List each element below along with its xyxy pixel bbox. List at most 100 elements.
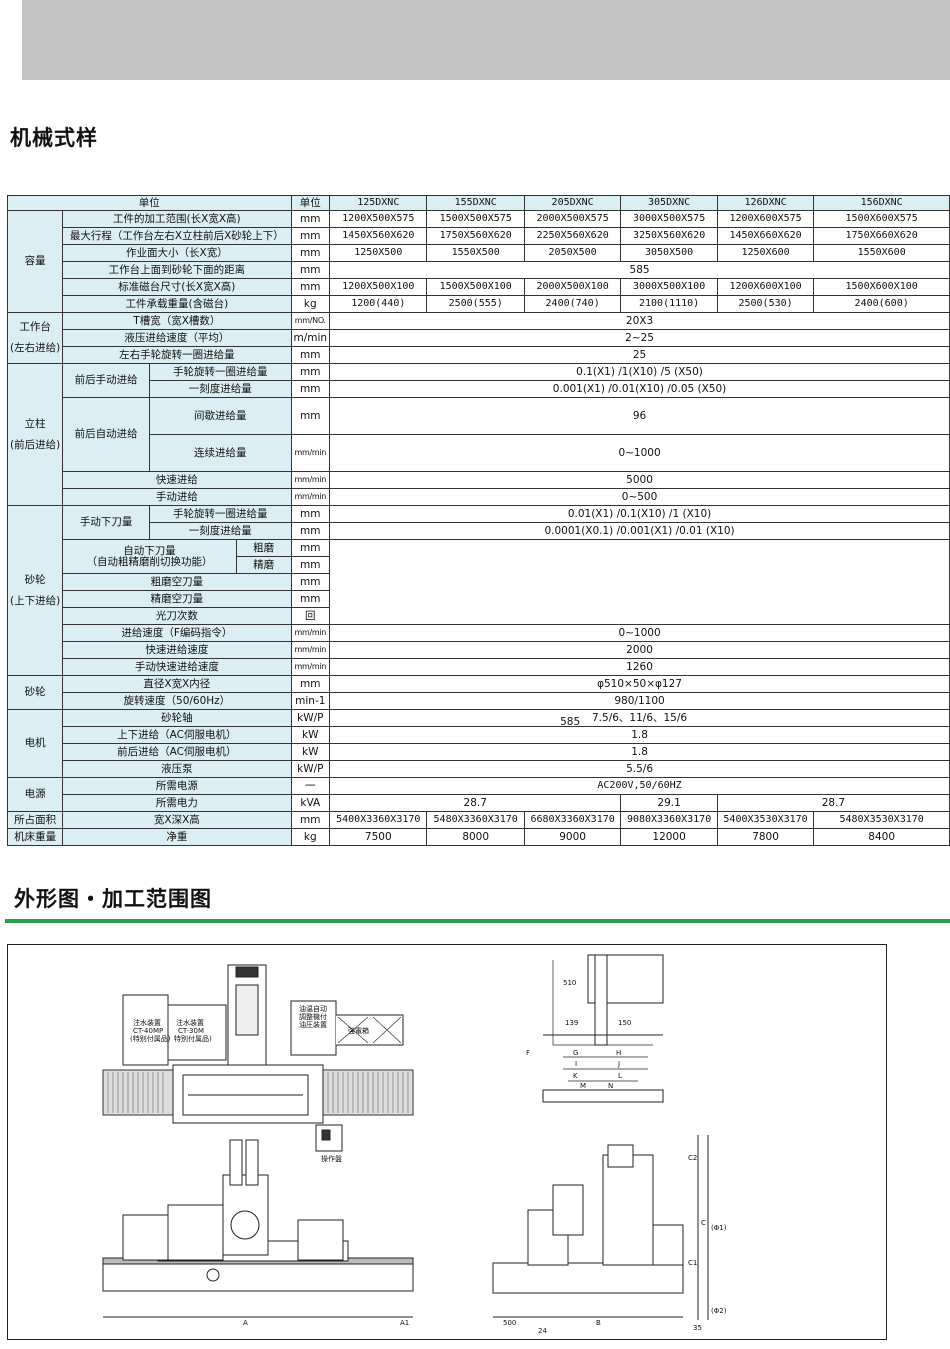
row-label: 一刻度进给量: [149, 522, 292, 540]
cell-value: 1450X560X620: [329, 227, 428, 245]
table-row: 连续进给量 mm/min 0~1000: [8, 434, 950, 472]
cell-value: 5400X3530X3170: [716, 811, 815, 829]
group-wheel-spec: 砂轮: [6, 675, 64, 710]
dim-35: 35: [693, 1324, 702, 1332]
cell-value: 9000: [523, 828, 622, 846]
row-unit: mm/min: [290, 434, 331, 472]
label-oil2: 調整機付: [299, 1012, 327, 1021]
label-panel: 操作盤: [321, 1154, 342, 1163]
dim-C2: C2: [688, 1154, 697, 1162]
row-unit: mm: [290, 363, 331, 381]
row-label: 快速进给速度: [62, 641, 292, 659]
table-row: 手动快速进给速度 mm/min 1260: [8, 658, 950, 676]
row-label: 手动进给: [62, 488, 292, 506]
row-unit: mm: [290, 380, 331, 398]
header-model: 305DXNC: [620, 195, 718, 211]
row-unit: mm: [290, 556, 331, 574]
cell-value: 1200X500X575: [329, 210, 428, 228]
cell-value: 3000X500X100: [620, 278, 718, 296]
table-row: 所需电力 kVA 28.7 29.1 28.7: [8, 794, 950, 812]
row-label: 直径X宽X内径: [62, 675, 292, 693]
header-model: 126DXNC: [716, 195, 815, 211]
label-oil3: 油圧装置: [299, 1020, 327, 1029]
table-row: 工作台上面到砂轮下面的距离 mm 585: [8, 261, 950, 279]
cell-value: 1200(440): [329, 295, 428, 313]
spec-table-wrapper: 单位 单位 125DXNC 155DXNC 205DXNC 305DXNC 12…: [6, 195, 950, 846]
cell-value: 28.7: [329, 794, 622, 812]
header-model: 155DXNC: [426, 195, 525, 211]
group-capacity: 容量: [6, 210, 64, 313]
cell-value: 1750X660X620: [813, 227, 950, 245]
cell-value: 1550X500: [426, 244, 525, 262]
table-row: 所占面积 宽X深X高 mm 5400X3360X3170 5480X3360X3…: [6, 811, 950, 829]
group-weight: 机床重量: [6, 828, 64, 846]
cell-value: 0.0001(X0.1) /0.001(X1) /0.01 (X10): [329, 522, 950, 540]
dim-K: K: [573, 1072, 578, 1080]
table-row: 液压进给速度（平均） m/min 2~25: [8, 329, 950, 347]
top-gray-band: [22, 0, 950, 80]
label-coolant1b: CT-40MP: [133, 1027, 163, 1035]
cell-value: 2000X500X575: [523, 210, 622, 228]
row-label: 标准磁台尺寸(长X宽X高): [62, 278, 292, 296]
dim-A: A: [243, 1319, 248, 1327]
cell-value: 1260: [329, 658, 950, 676]
row-label: 工件承载重量(含磁台): [62, 295, 292, 313]
group-table: 工作台(左右进给): [6, 312, 64, 364]
table-row: 作业面大小（长X宽） mm 1250X500 1550X500 2050X500…: [8, 244, 950, 262]
cell-value: 0~1000: [329, 434, 950, 472]
side-bed: [492, 1262, 684, 1294]
row-unit: mm: [290, 573, 331, 591]
row-unit: mm: [290, 675, 331, 693]
cell-value: 9080X3360X3170: [620, 811, 718, 829]
cell-value: 1750X560X620: [426, 227, 525, 245]
row-label-fine: 精磨: [235, 556, 292, 574]
cell-value: φ510×50×φ127: [329, 675, 950, 693]
cell-value-empty: [329, 539, 950, 625]
row-label: 液压泵: [62, 760, 292, 778]
table-row: 光刀次数 回: [8, 607, 950, 625]
dim-phi2: (Φ2): [711, 1307, 727, 1315]
dim-B: B: [596, 1319, 601, 1327]
cell-value: 3000X500X575: [620, 210, 718, 228]
top-view: 注水装置 CT-40MP (特别付属品) 注水装置 CT-30M 特别付属品) …: [102, 964, 414, 1163]
row-label: 手动快速进给速度: [62, 658, 292, 676]
dim-510: 510: [563, 979, 576, 987]
cell-value: 1500X600X100: [813, 278, 950, 296]
label-coolant2b: CT-30M: [178, 1027, 204, 1035]
cell-value: 3050X500: [620, 244, 718, 262]
row-label: 工件的加工范围(长X宽X高): [62, 210, 292, 228]
green-divider: [5, 919, 950, 923]
cell-value: 20X3: [329, 312, 950, 330]
table-row: 前后进给（AC伺服电机） kW 1.8: [8, 743, 950, 761]
row-unit: m/min: [290, 329, 331, 347]
cell-value: 0.01(X1) /0.1(X10) /1 (X10): [329, 505, 950, 523]
side-column: [602, 1154, 654, 1266]
table-row: 前后自动进给 间歇进给量 mm 96: [8, 397, 950, 472]
row-unit: kg: [290, 828, 331, 846]
row-unit: kW: [290, 726, 331, 744]
cell-value: 1200X600X575: [716, 210, 815, 228]
dim-C: C: [701, 1219, 706, 1227]
cell-value: 2400(740): [523, 295, 622, 313]
row-label: 手轮旋转一圈进给量: [149, 505, 292, 523]
dim-phi1: (Φ1): [711, 1224, 727, 1232]
row-unit: mm/min: [290, 488, 331, 506]
cell-value: 2250X560X620: [523, 227, 622, 245]
table-row: 工件承载重量(含磁台) kg 1200(440) 2500(555) 2400(…: [8, 295, 950, 313]
dim-C1: C1: [688, 1259, 697, 1267]
cell-value: 0.1(X1) /1(X10) /5 (X50): [329, 363, 950, 381]
row-label: 粗磨空刀量: [62, 573, 292, 591]
cell-value: 2500(530): [716, 295, 815, 313]
row-unit: mm: [290, 346, 331, 364]
cell-value: 8400: [813, 828, 950, 846]
row-unit: mm: [290, 278, 331, 296]
row-label: 宽X深X高: [62, 811, 292, 829]
row-label: 净重: [62, 828, 292, 846]
cell-value: 5400X3360X3170: [329, 811, 428, 829]
dim-24: 24: [538, 1327, 547, 1335]
row-unit: mm: [290, 539, 331, 557]
row-unit: 一: [290, 777, 331, 795]
cell-value: 5.5/6: [329, 760, 950, 778]
cell-value: 2400(600): [813, 295, 950, 313]
row-unit: kW: [290, 743, 331, 761]
